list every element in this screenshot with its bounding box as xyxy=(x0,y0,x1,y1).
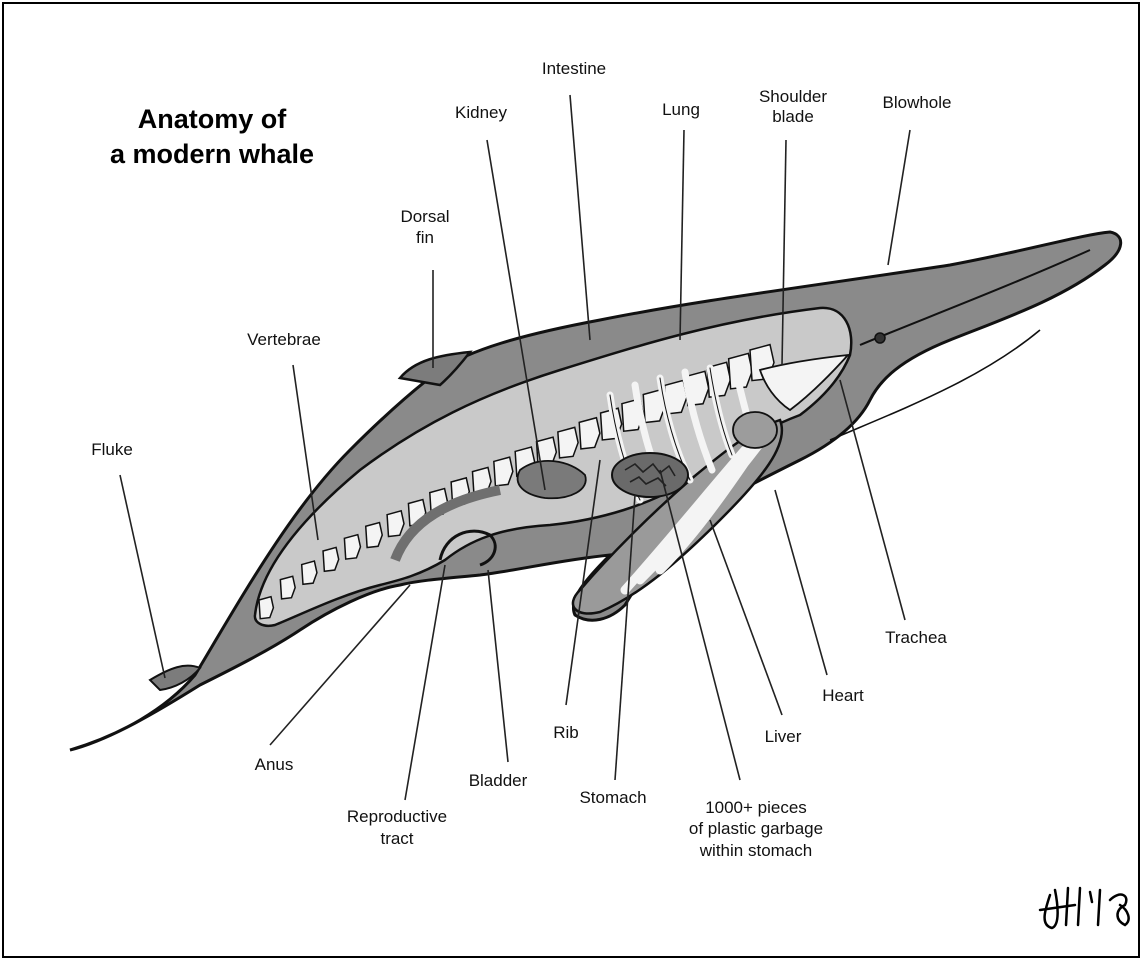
label-dorsal-fin-1: Dorsal xyxy=(400,207,449,226)
label-intestine: Intestine xyxy=(542,59,606,78)
label-fluke: Fluke xyxy=(91,440,133,459)
label-liver: Liver xyxy=(765,727,802,746)
label-plastic-3: within stomach xyxy=(699,841,812,860)
title-line-2: a modern whale xyxy=(110,139,314,169)
label-shoulder-blade-2: blade xyxy=(772,107,814,126)
label-bladder: Bladder xyxy=(469,771,528,790)
label-plastic-1: 1000+ pieces xyxy=(705,798,807,817)
vertebra xyxy=(387,511,404,537)
label-stomach: Stomach xyxy=(579,788,646,807)
label-trachea: Trachea xyxy=(885,628,947,647)
label-plastic-2: of plastic garbage xyxy=(689,819,823,838)
vertebra xyxy=(259,597,273,619)
vertebra xyxy=(302,561,317,584)
label-anus: Anus xyxy=(255,755,294,774)
eye xyxy=(875,333,885,343)
vertebra xyxy=(366,522,382,547)
label-lung: Lung xyxy=(662,100,700,119)
vertebra xyxy=(323,547,339,571)
stomach-shape xyxy=(612,453,688,497)
label-vertebrae: Vertebrae xyxy=(247,330,321,349)
label-kidney: Kidney xyxy=(455,103,507,122)
vertebra xyxy=(280,576,295,599)
signature xyxy=(1040,888,1129,928)
label-dorsal-fin-2: fin xyxy=(416,228,434,247)
title-line-1: Anatomy of xyxy=(138,104,288,134)
vertebra xyxy=(344,535,360,559)
heart-shape xyxy=(733,412,777,448)
label-blowhole: Blowhole xyxy=(883,93,952,112)
label-shoulder-blade-1: Shoulder xyxy=(759,87,827,106)
label-reproductive-2: tract xyxy=(380,829,413,848)
label-reproductive-1: Reproductive xyxy=(347,807,447,826)
label-rib: Rib xyxy=(553,723,579,742)
label-heart: Heart xyxy=(822,686,864,705)
